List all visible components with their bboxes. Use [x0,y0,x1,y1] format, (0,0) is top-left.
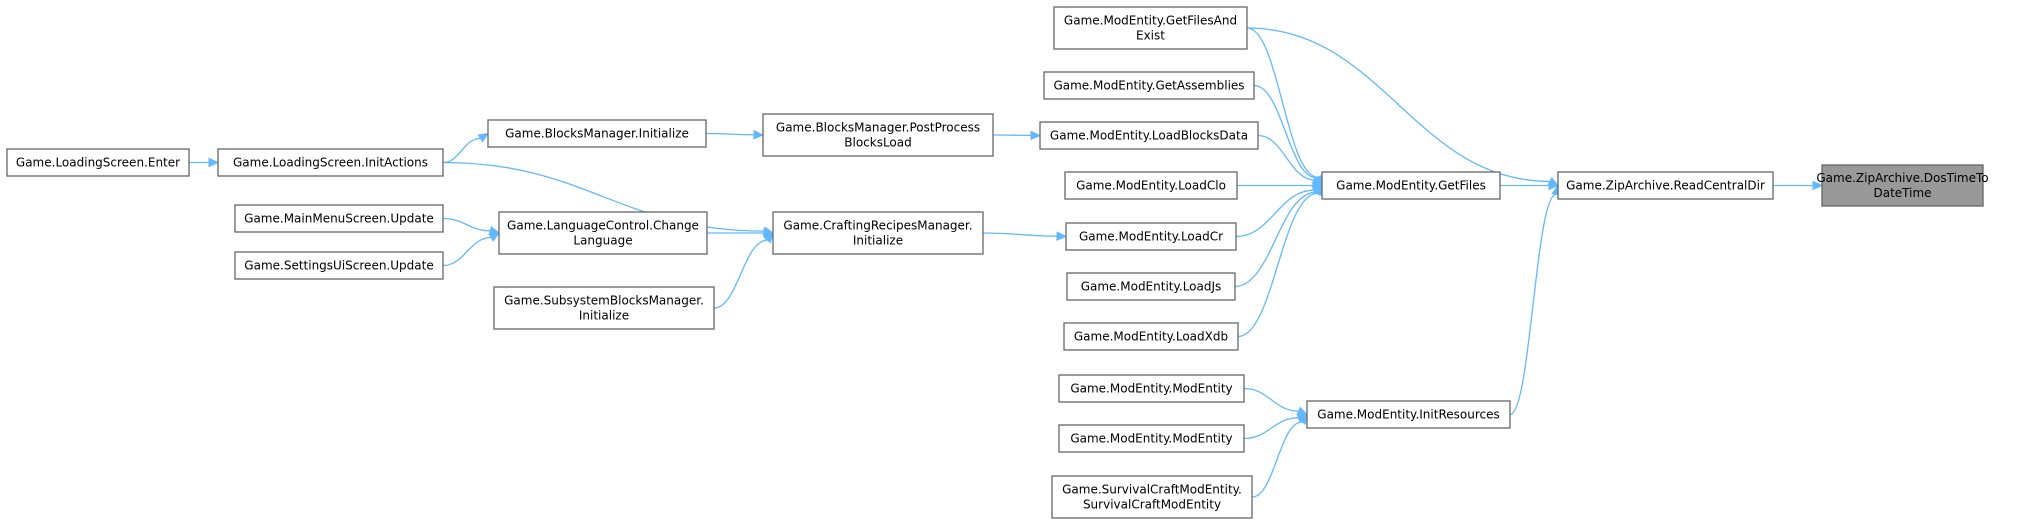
node-blocks_init[interactable]: Game.BlocksManager.Initialize [487,119,707,148]
node-mod_loadxdb[interactable]: Game.ModEntity.LoadXdb [1063,322,1239,351]
node-mod_loadjs[interactable]: Game.ModEntity.LoadJs [1066,272,1236,301]
nodes-layer: Game.ZipArchive.DosTimeToDateTimeGame.Zi… [6,6,1989,519]
node-mod_getfiles[interactable]: Game.ModEntity.GetFiles [1321,171,1501,200]
node-label-line: BlocksLoad [844,136,912,150]
node-box [1306,400,1511,429]
node-box [1058,424,1245,453]
node-label-line: Game.ModEntity.GetFilesAnd [1064,14,1237,28]
node-label-line: Game.ModEntity.GetFiles [1336,179,1486,193]
node-label-line: Game.ModEntity.LoadCr [1079,230,1223,244]
edge-mod_ctor2-to-mod_initres [1243,413,1309,440]
node-label-line: Game.CraftingRecipesManager. [783,219,972,233]
node-box [1821,164,1984,207]
node-survival_ctor[interactable]: Game.SurvivalCraftModEntity.SurvivalCraf… [1051,475,1253,519]
node-label-line: Game.ModEntity.ModEntity [1070,382,1232,396]
edge-blocks_init-to-blocks_postprocess [705,129,765,140]
node-mod_loadcr[interactable]: Game.ModEntity.LoadCr [1065,222,1237,251]
node-zip_readcentral[interactable]: Game.ZipArchive.ReadCentralDir [1557,171,1774,200]
node-box [1321,171,1501,200]
node-box [1043,71,1255,100]
edge-mod_loadjs-to-mod_getfiles [1234,184,1323,288]
node-box [762,113,994,157]
node-label-line: Game.ModEntity.LoadClo [1076,179,1226,193]
node-box [493,286,715,330]
edge-mod_getfilesexist-to-mod_getfiles [1246,27,1323,187]
node-label-line: Initialize [853,234,903,248]
node-label-line: Game.BlocksManager.Initialize [505,127,689,141]
node-box [1557,171,1774,200]
node-label-line: Game.SubsystemBlocksManager. [504,294,704,308]
node-label-line: Game.ModEntity.LoadJs [1081,280,1222,294]
edge-mainmenu_update-to-language_change [442,217,501,236]
node-subsystem_init[interactable]: Game.SubsystemBlocksManager.Initialize [493,286,715,330]
edge-mod_ctor1-to-mod_initres [1243,387,1309,416]
node-label-line: Exist [1136,29,1165,43]
node-box [1064,171,1238,200]
edge-loading_enter-to-loading_initactions [188,157,220,168]
edge-survival_ctor-to-mod_initres [1251,413,1308,498]
edge-mod_loadclo-to-mod_getfiles [1236,180,1324,191]
node-label-line: Game.LoadingScreen.InitActions [233,156,428,170]
node-label-line: DateTime [1873,186,1931,200]
node-label-line: Game.ModEntity.GetAssemblies [1053,79,1244,93]
node-label-line: Game.LoadingScreen.Enter [16,156,180,170]
edge-settings_update-to-language_change [442,232,501,267]
node-settings_update[interactable]: Game.SettingsUiScreen.Update [234,251,444,280]
node-box [1065,222,1237,251]
node-box [1039,121,1259,150]
node-box [234,204,444,233]
node-mainmenu_update[interactable]: Game.MainMenuScreen.Update [234,204,444,233]
node-label-line: Game.ModEntity.ModEntity [1070,432,1232,446]
node-label-line: Language [573,234,632,248]
node-mod_loadblocksdata[interactable]: Game.ModEntity.LoadBlocksData [1039,121,1259,150]
node-box [1051,475,1253,519]
node-label-line: Game.ModEntity.LoadBlocksData [1050,129,1248,143]
node-mod_ctor2[interactable]: Game.ModEntity.ModEntity [1058,424,1245,453]
node-crafting_init[interactable]: Game.CraftingRecipesManager.Initialize [772,211,984,255]
edge-mod_getfilesexist-to-zip_readcentral [1246,27,1560,187]
node-box [772,211,984,255]
edge-mod_getassemblies-to-mod_getfiles [1253,84,1323,187]
node-label-line: Game.ZipArchive.ReadCentralDir [1566,179,1765,193]
node-label-line: Game.ModEntity.LoadXdb [1074,330,1228,344]
node-label-line: Game.SurvivalCraftModEntity. [1062,483,1242,497]
node-box [1063,322,1239,351]
edge-subsystem_init-to-crafting_init [713,232,774,309]
node-loading_initactions[interactable]: Game.LoadingScreen.InitActions [217,148,444,177]
edge-loading_initactions-to-blocks_init [442,132,490,164]
edge-crafting_init-to-mod_loadcr [982,231,1068,241]
node-mod_ctor1[interactable]: Game.ModEntity.ModEntity [1058,374,1245,403]
node-label-line: Game.BlocksManager.PostProcess [776,121,980,135]
node-box [498,211,708,255]
node-label-line: Game.ZipArchive.DosTimeTo [1816,171,1988,185]
node-box [1066,272,1236,301]
node-label-line: SurvivalCraftModEntity [1083,498,1221,512]
edge-zip_readcentral-to-zip_dostime [1772,180,1824,191]
edge-blocks_postprocess-to-mod_loadblocksdata [992,130,1042,141]
node-box [487,119,707,148]
node-label-line: Game.SettingsUiScreen.Update [244,259,433,273]
node-mod_loadclo[interactable]: Game.ModEntity.LoadClo [1064,171,1238,200]
node-label-line: Game.LanguageControl.Change [507,219,699,233]
node-loading_enter[interactable]: Game.LoadingScreen.Enter [6,148,190,177]
node-box [6,148,190,177]
edge-mod_initres-to-zip_readcentral [1509,184,1561,416]
node-box [234,251,444,280]
node-label-line: Initialize [579,309,629,323]
node-mod_initres[interactable]: Game.ModEntity.InitResources [1306,400,1511,429]
node-box [217,148,444,177]
node-box [1058,374,1245,403]
node-mod_getassemblies[interactable]: Game.ModEntity.GetAssemblies [1043,71,1255,100]
node-label-line: Game.ModEntity.InitResources [1317,408,1499,422]
node-label-line: Game.MainMenuScreen.Update [244,212,434,226]
node-box [1053,6,1248,50]
